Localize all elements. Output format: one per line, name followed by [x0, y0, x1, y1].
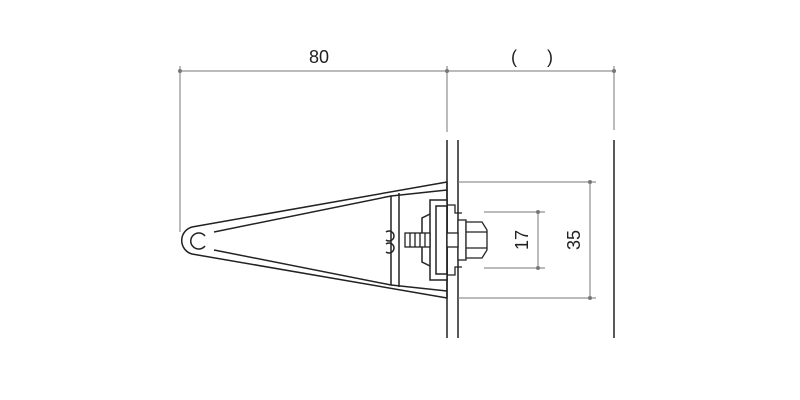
bolt-spacing-label: 17 — [512, 230, 532, 250]
bracket-inner-outline — [213, 195, 392, 286]
bracket-slot — [385, 230, 395, 254]
dimension-dot — [536, 266, 540, 270]
dimension-dot — [445, 69, 449, 73]
hex-nut — [465, 221, 488, 259]
bolt-shaft — [404, 232, 431, 248]
dimension-dot — [588, 180, 592, 184]
bracket-nose-curl — [190, 232, 206, 250]
dimension-dot — [588, 296, 592, 300]
clearance-dimension-label: ( ) — [511, 47, 559, 67]
bracket-height-label: 35 — [564, 230, 584, 250]
top-dimension — [178, 66, 616, 232]
right-dimensions — [458, 180, 596, 300]
dimension-dot — [612, 69, 616, 73]
bracket-outer-outline — [180, 181, 448, 299]
wall-clips — [447, 204, 462, 276]
dimension-dot — [178, 69, 182, 73]
bolt-washer — [457, 219, 467, 261]
bracket-profile — [180, 181, 448, 299]
dimension-dot — [536, 210, 540, 214]
width-dimension-label: 80 — [309, 47, 329, 67]
bolt-assembly — [404, 219, 488, 261]
